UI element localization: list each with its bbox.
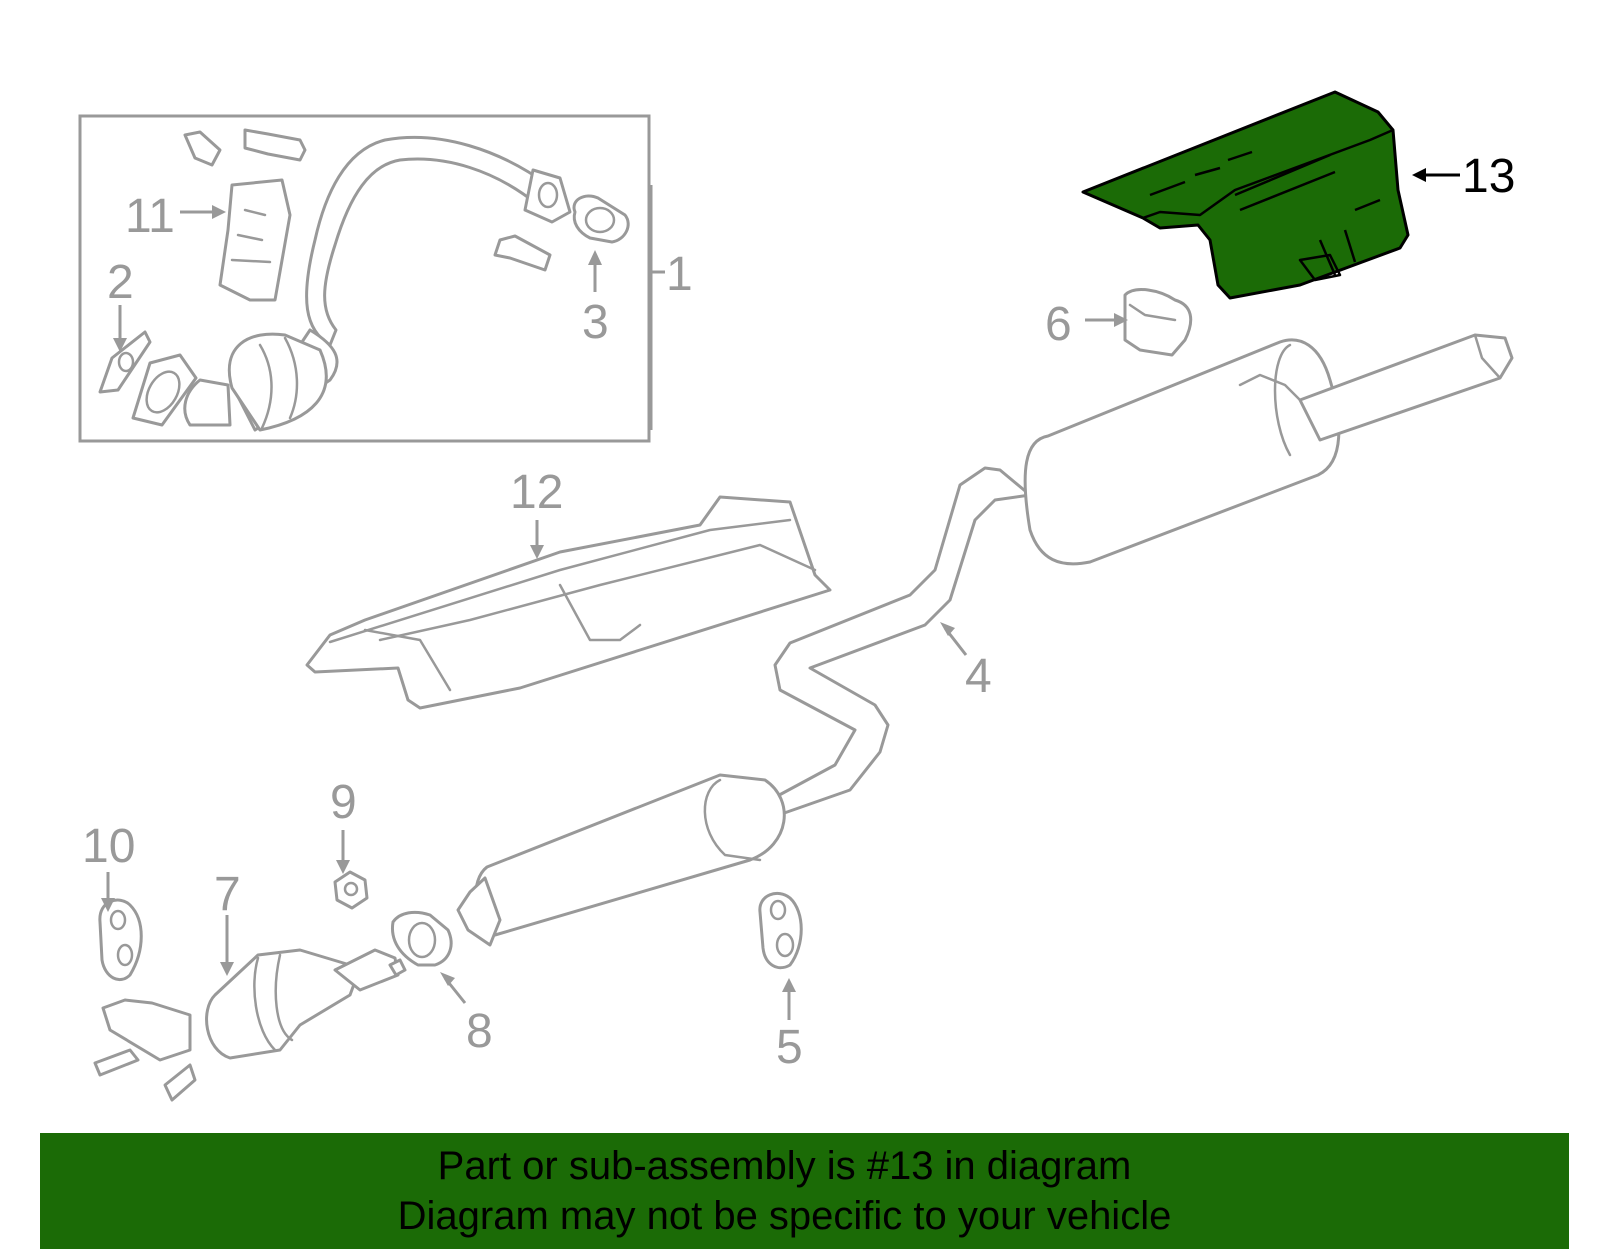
part-13-heat-shield-highlighted — [1081, 90, 1410, 300]
callout-1: 1 — [666, 248, 693, 301]
callout-13: 13 — [1462, 150, 1515, 203]
callout-3: 3 — [582, 296, 609, 349]
callout-12: 12 — [510, 466, 563, 519]
part-4-exhaust-pipe-muffler — [456, 333, 1514, 947]
callout-10: 10 — [82, 820, 135, 873]
part-13-fill — [1081, 90, 1410, 300]
callout-5: 5 — [776, 1021, 803, 1074]
callout-4: 4 — [965, 650, 992, 703]
callout-7: 7 — [214, 868, 241, 921]
part-6-insulator — [1123, 288, 1193, 357]
leader-lines — [101, 168, 1460, 1020]
part-3-gasket — [572, 194, 630, 244]
part-10-hanger — [98, 898, 143, 981]
part-2-gasket — [98, 330, 152, 394]
front-pipe-assembly — [131, 136, 572, 432]
banner-line-2: Diagram may not be specific to your vehi… — [397, 1194, 1172, 1238]
callout-6: 6 — [1045, 298, 1072, 351]
bolts-inset — [183, 128, 552, 302]
part-5-hanger — [758, 892, 803, 970]
part-9-nut — [333, 870, 369, 910]
callout-2: 2 — [107, 256, 134, 309]
callout-11: 11 — [125, 190, 175, 243]
part-7-converter — [93, 948, 407, 1102]
banner-line-1: Part or sub-assembly is #13 in diagram — [437, 1144, 1132, 1188]
info-banner: Part or sub-assembly is #13 in diagram D… — [40, 1133, 1569, 1249]
callout-8: 8 — [466, 1005, 493, 1058]
part-8-gasket — [390, 910, 453, 967]
part-12-heat-shield — [305, 495, 832, 710]
assembly-1-inset-box — [78, 114, 651, 443]
callout-labels: 1 2 3 4 5 6 7 8 9 10 11 12 13 — [82, 150, 1515, 1074]
callout-9: 9 — [330, 776, 357, 829]
